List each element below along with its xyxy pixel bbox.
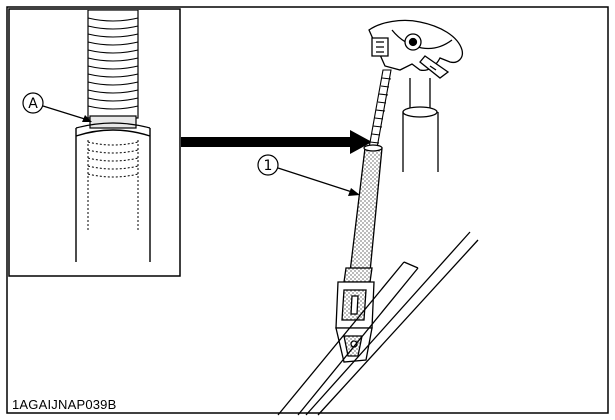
- callout-a-label: A: [28, 96, 38, 112]
- callout-a: A: [22, 92, 92, 122]
- background-tube: [402, 78, 439, 172]
- sleeve-tube: [349, 144, 383, 273]
- callout-1-label: 1: [264, 158, 273, 174]
- figure-id: 1AGAIJNAP039B: [12, 397, 117, 412]
- pointing-arrow: [181, 130, 372, 154]
- top-bracket: [368, 19, 464, 79]
- outer-tube-detail: [75, 122, 151, 262]
- threaded-rod-detail: [87, 10, 139, 119]
- threaded-rod-main: [368, 69, 392, 149]
- lower-yoke: [335, 267, 375, 363]
- frame-rails: [277, 231, 479, 416]
- callout-1: 1: [257, 154, 360, 196]
- detail-inset: [75, 10, 151, 262]
- ring-band: [89, 115, 137, 129]
- main-illustration: [277, 19, 479, 416]
